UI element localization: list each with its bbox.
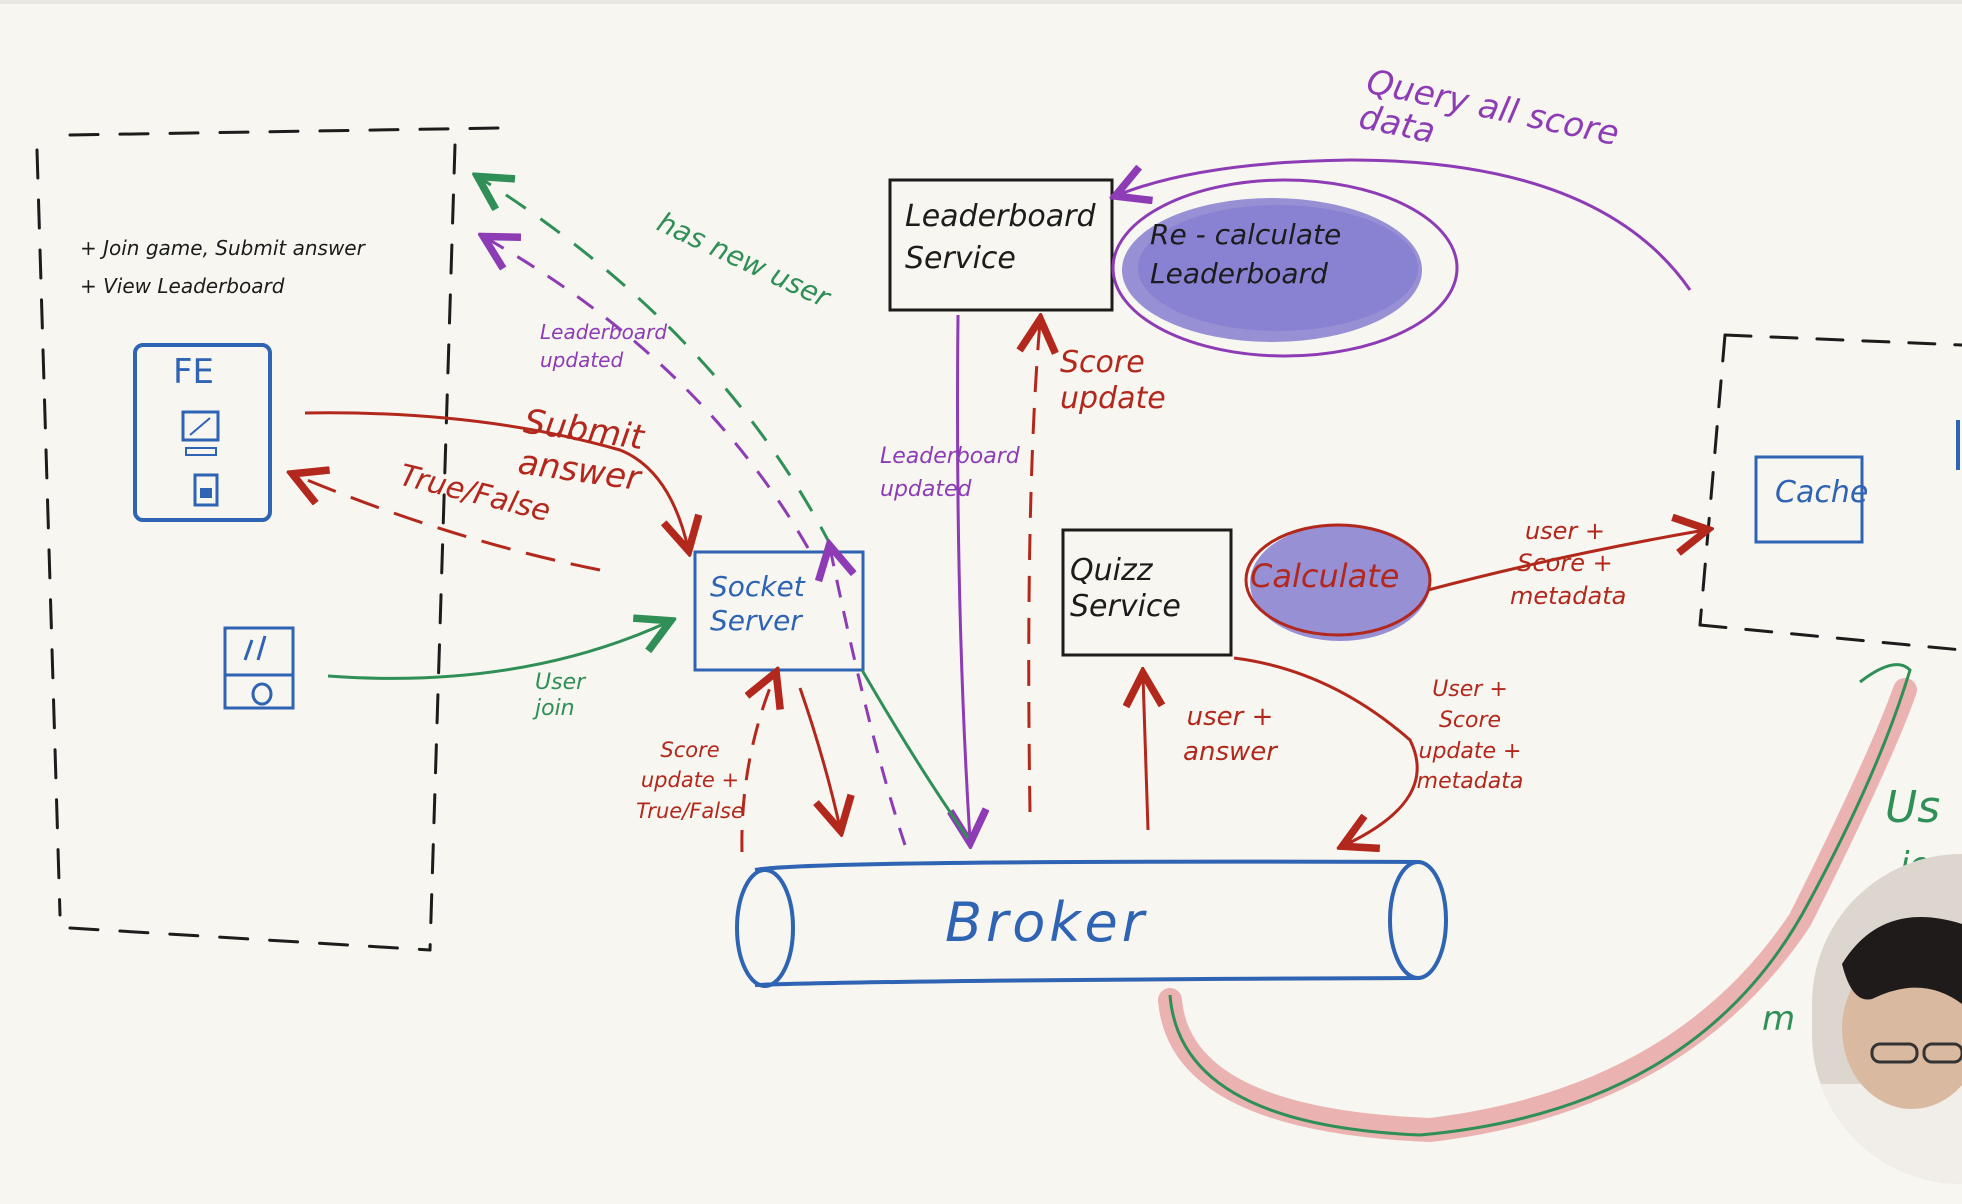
calculate-to-cache-arrow <box>1427 530 1705 592</box>
partial-us-label: Us <box>1885 782 1941 833</box>
socket-to-broker-red <box>798 687 840 828</box>
leaderboard-service-label: Leaderboard Service <box>905 199 1096 276</box>
has-new-user-arrow <box>480 178 834 549</box>
user-answer-label: user + answer <box>1183 702 1277 768</box>
broker-cylinder <box>735 859 1448 988</box>
quizz-service-box <box>1061 528 1233 657</box>
leaderboard-updated-left-label: Leaderboard updated <box>540 320 668 372</box>
broker-to-socket-purple <box>830 548 907 846</box>
score-update-right-arrow <box>1029 322 1040 813</box>
feature-join-submit: + Join game, Submit answer <box>80 236 365 260</box>
socket-to-broker-green <box>860 669 970 839</box>
cache-boundary <box>1698 333 1962 652</box>
mobile-device <box>223 626 295 710</box>
true-false-arrow <box>295 475 601 572</box>
recalculate-label: Re - calculate Leaderboard <box>1150 218 1342 291</box>
leaderboard-service-box <box>888 178 1114 312</box>
score-update-true-false-label: Score update + True/False <box>636 738 744 823</box>
fe-label: FE <box>173 352 215 392</box>
cache-label: Cache <box>1775 475 1869 510</box>
pink-highlight-stroke <box>1158 678 1917 1143</box>
socket-server-label: Socket Server <box>710 570 805 637</box>
partial-m-label: m <box>1762 999 1796 1039</box>
query-all-score-arrow <box>1118 158 1692 291</box>
feature-view-leaderboard: + View Leaderboard <box>80 274 285 298</box>
leaderboard-updated-left-arrow <box>486 238 810 549</box>
user-score-metadata-label: user + Score + metadata <box>1510 517 1627 610</box>
score-update-right-label: Score update <box>1060 345 1166 416</box>
user-score-update-metadata-label: User + Score update + metadata <box>1416 677 1524 795</box>
quizz-to-broker-arrow <box>1233 656 1419 845</box>
leaderboard-updated-mid-label: Leaderboard updated <box>880 444 1020 502</box>
top-edge <box>0 0 1962 4</box>
leaderboard-updated-mid-arrow <box>958 314 971 840</box>
fe-device <box>133 343 272 522</box>
calculate-highlight <box>1244 523 1432 641</box>
broker-label: Broker <box>945 891 1148 954</box>
calculate-label: Calculate <box>1250 557 1400 595</box>
score-truefalse-arrow <box>740 675 775 853</box>
recalculate-highlight <box>1111 178 1459 358</box>
quizz-service-label: Quizz Service <box>1070 553 1181 624</box>
submit-answer-arrow <box>304 411 688 548</box>
user-answer-arrow <box>1143 676 1148 831</box>
frontend-boundary <box>35 126 502 952</box>
green-user-join-arc <box>1168 663 1912 1137</box>
cache-box <box>1754 455 1864 544</box>
user-join-arrow <box>327 622 668 680</box>
user-join-label: User join <box>535 670 586 722</box>
